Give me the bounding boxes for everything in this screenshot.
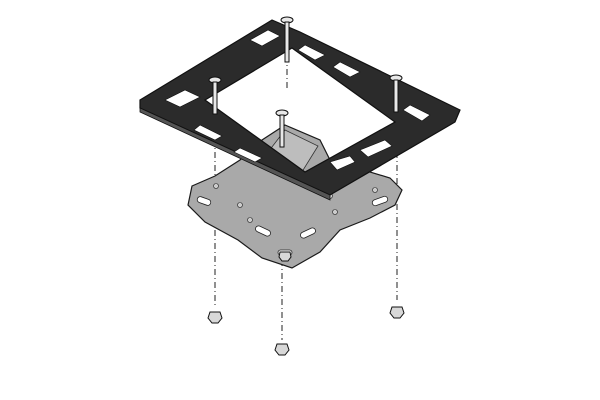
adapter-frame: [139, 19, 461, 201]
bolt: [280, 16, 294, 63]
nut: [278, 251, 292, 262]
nut: [274, 343, 290, 356]
nut: [207, 311, 223, 324]
nut: [389, 306, 405, 319]
bolt: [208, 76, 222, 115]
nuts: [207, 251, 405, 356]
bolt: [389, 74, 403, 113]
bolt: [275, 109, 289, 148]
bolts: [208, 16, 403, 148]
